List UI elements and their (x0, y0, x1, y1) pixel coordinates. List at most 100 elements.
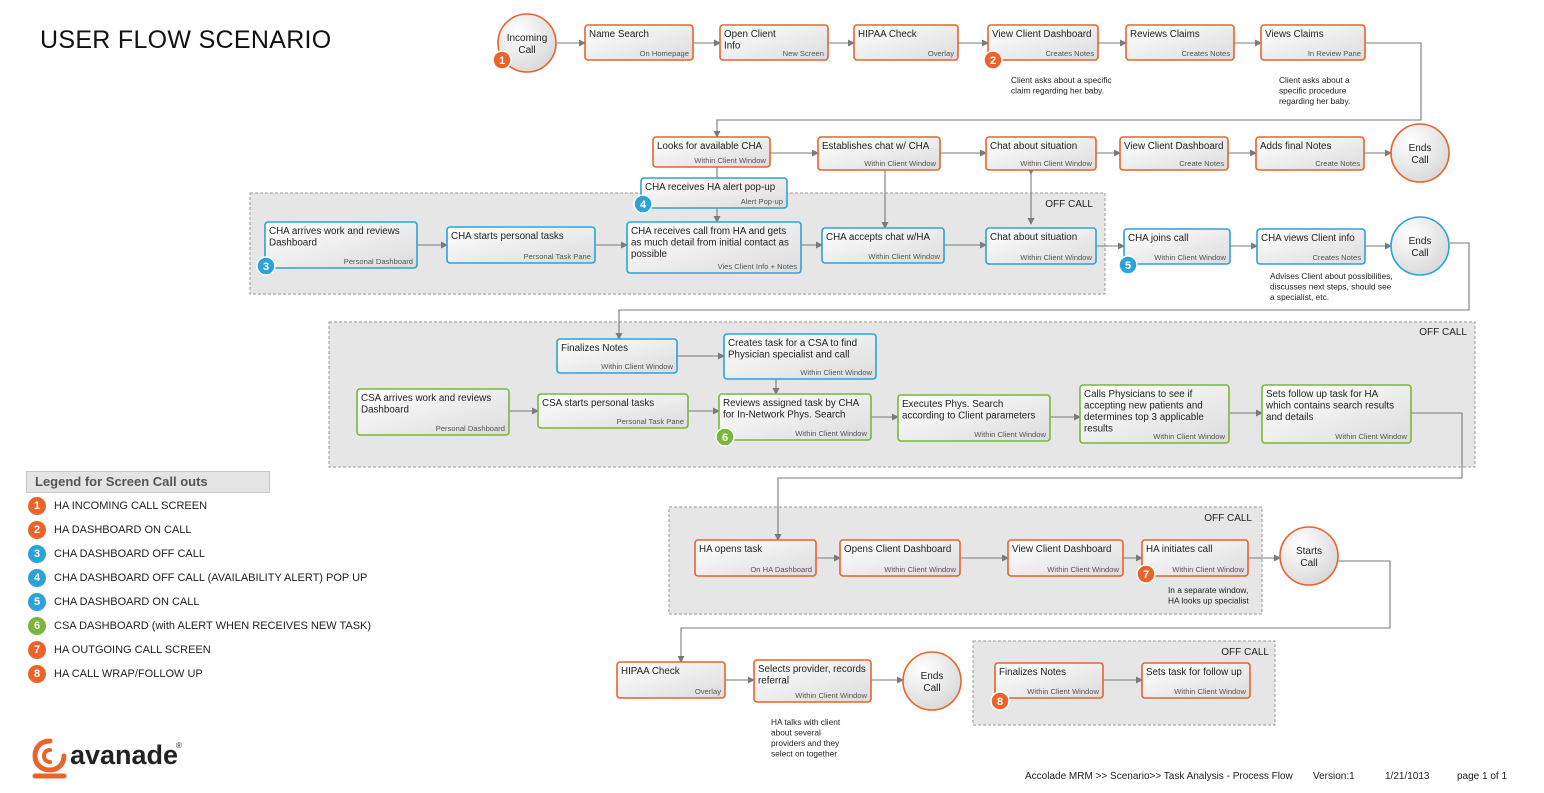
terminal-circle (1279, 526, 1339, 586)
note-advises: a specialist, etc. (1270, 292, 1329, 302)
step-context: Overlay (695, 687, 721, 696)
step-box (1255, 136, 1365, 171)
step-label: CHA arrives work and reviews (269, 226, 400, 237)
step-context: Personal Task Pane (524, 252, 591, 261)
legend-label: HA CALL WRAP/FOLLOW UP (54, 668, 203, 680)
flow-arrow (615, 242, 1470, 340)
step-label: Name Search (589, 29, 649, 40)
note-procedure-baby: regarding her baby. (1279, 96, 1350, 106)
step-context: Within Client Window (974, 430, 1046, 439)
step-box (1141, 662, 1251, 699)
selects-provider-step: Selects provider, recordsreferralWithin … (753, 659, 872, 703)
footer-date: 1/21/1013 (1385, 771, 1430, 782)
step-box (723, 333, 877, 380)
terminal-label: Call (1411, 248, 1428, 259)
step-box (987, 24, 1099, 61)
step-box (584, 24, 694, 61)
callout-badge (983, 50, 1003, 70)
step-box (839, 539, 961, 577)
step-context: Within Client Window (1172, 565, 1244, 574)
step-label: accepting new patients and (1084, 401, 1203, 412)
step-box (446, 226, 596, 264)
note-claim-baby: claim regarding her baby. (1011, 86, 1104, 96)
step-context: Within Client Window (795, 429, 867, 438)
note-advises: discusses next steps, should see (1270, 282, 1392, 292)
footer-page: page 1 of 1 (1457, 771, 1508, 782)
step-label: CHA receives call from HA and gets (631, 226, 786, 237)
step-label: which contains search results (1265, 401, 1394, 412)
creates-task-csa-step: Creates task for a CSA to findPhysician … (723, 333, 877, 380)
step-label: Creates task for a CSA to find (728, 338, 857, 349)
step-context: Within Client Window (868, 252, 940, 261)
step-context: In Review Pane (1308, 49, 1361, 58)
legend-label: CHA DASHBOARD OFF CALL (54, 548, 205, 560)
off-call-label: OFF CALL (1204, 513, 1252, 524)
callout-badge (492, 50, 512, 70)
terminal-label: Call (923, 683, 940, 694)
step-context: Within Client Window (1047, 565, 1119, 574)
legend-title: Legend for Screen Call outs (26, 471, 270, 493)
terminal-circle (1390, 216, 1450, 276)
step-box (1119, 136, 1229, 171)
legend-label: HA INCOMING CALL SCREEN (54, 500, 208, 512)
callout-number: 2 (990, 55, 996, 67)
step-context: Within Client Window (1027, 687, 1099, 696)
step-box (718, 393, 872, 441)
step-box (537, 393, 689, 429)
step-label: Dashboard (269, 238, 317, 249)
callout-number: 6 (722, 432, 728, 444)
step-label: CHA views Client info (1261, 233, 1355, 244)
step-box (719, 24, 829, 61)
step-label: according to Client parameters (902, 411, 1036, 422)
step-context: Within Client Window (864, 159, 936, 168)
step-box (626, 221, 802, 274)
callout-badge (990, 691, 1010, 711)
step-context: Within Client Window (1154, 253, 1226, 262)
note-several-providers: about several (771, 728, 821, 738)
step-label: Executes Phys. Search (902, 399, 1003, 410)
step-label: results (1084, 424, 1113, 435)
step-box (753, 659, 872, 703)
off-call-label: OFF CALL (1221, 647, 1269, 658)
step-box (1256, 228, 1366, 265)
step-box (1125, 24, 1235, 61)
step-context: Within Client Window (1335, 432, 1407, 441)
step-label: CHA starts personal tasks (451, 231, 564, 242)
off-call-label: OFF CALL (1045, 199, 1093, 210)
note-separate-window: HA looks up specialist (1168, 596, 1249, 606)
step-label: referral (758, 676, 789, 687)
terminal-label: Call (1300, 558, 1317, 569)
step-box (985, 136, 1097, 171)
step-label: Finalizes Notes (561, 343, 628, 354)
step-context: Within Client Window (1153, 432, 1225, 441)
terminal-label: Ends (921, 671, 944, 682)
step-context: Creates Notes (1181, 49, 1230, 58)
step-box (985, 227, 1097, 265)
step-label: Reviews assigned task by CHA (723, 398, 860, 409)
note-several-providers: providers and they (771, 738, 840, 748)
note-procedure-baby: Client asks about a (1279, 75, 1350, 85)
off-call-label: OFF CALL (1419, 327, 1467, 338)
step-context: Within Client Window (884, 565, 956, 574)
